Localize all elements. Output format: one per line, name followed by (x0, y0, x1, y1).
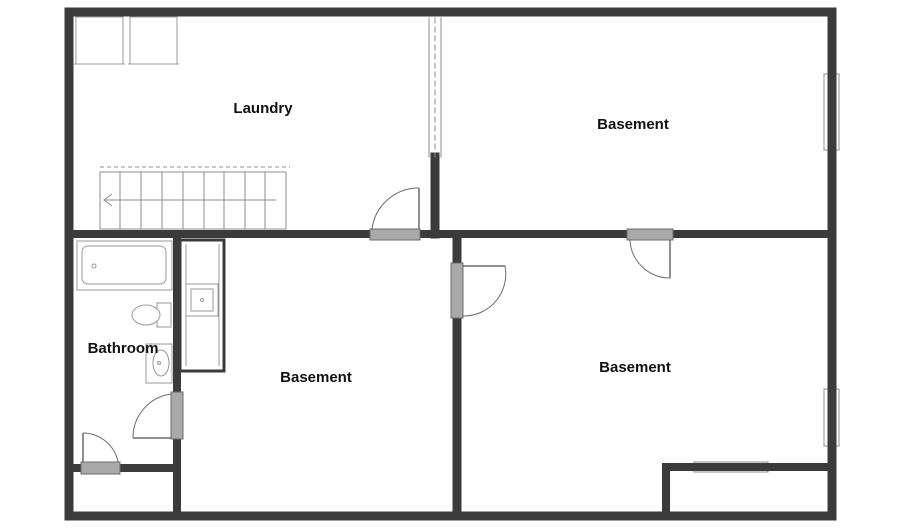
room-label-basement-top-right: Basement (597, 116, 669, 133)
door-laundry[interactable] (369, 187, 421, 241)
bathtub (76, 240, 173, 291)
staircase (99, 166, 290, 230)
room-label-laundry: Laundry (233, 100, 293, 117)
exterior-wall (64, 7, 837, 521)
walls (64, 7, 837, 521)
door-bathroom[interactable] (132, 391, 184, 440)
room-label-bathroom: Bathroom (88, 340, 159, 357)
door-basement-middle[interactable] (450, 262, 507, 319)
door-bathroom-closet[interactable] (80, 432, 121, 475)
door-basement-top-right[interactable] (626, 228, 674, 279)
washer-dryer (74, 16, 179, 65)
bathroom-sink (145, 343, 173, 384)
washer (75, 16, 124, 65)
toilet (131, 302, 172, 328)
utility-sink (185, 283, 219, 317)
room-label-basement-bottom-middle: Basement (280, 369, 352, 386)
room-label-basement-bottom-right: Basement (599, 359, 671, 376)
dryer (129, 16, 178, 65)
